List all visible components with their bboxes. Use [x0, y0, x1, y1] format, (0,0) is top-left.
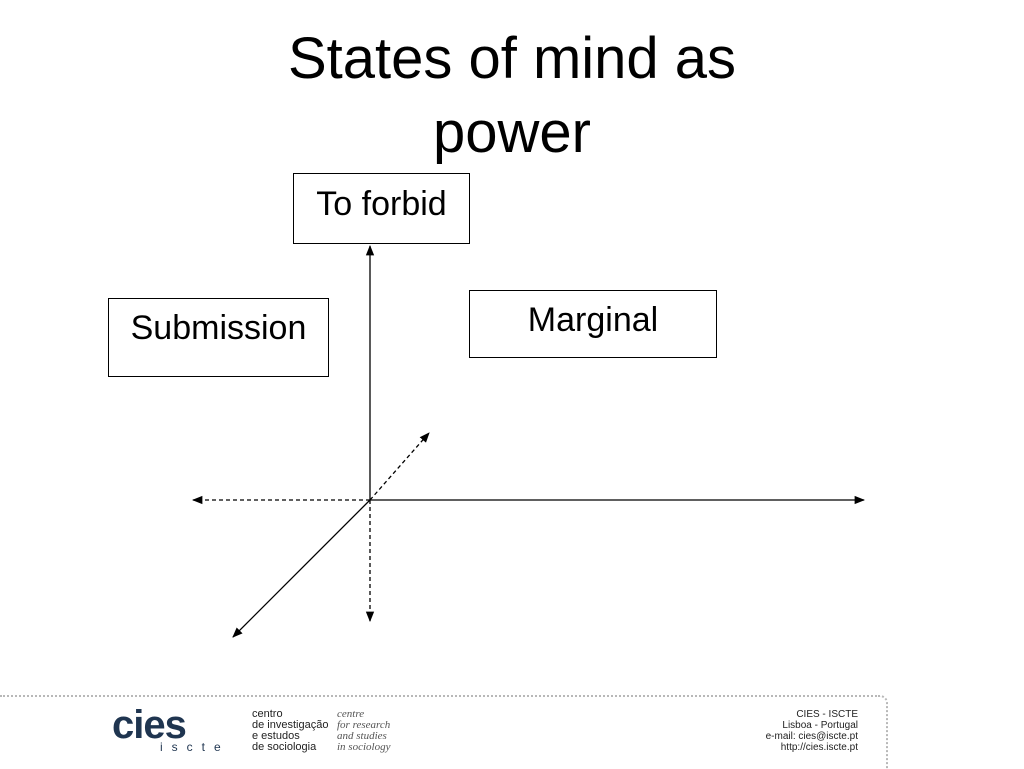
- footer-english-name: centre for research and studies in socio…: [337, 709, 390, 753]
- footer-en-line-4: in sociology: [337, 741, 391, 753]
- footer-en-line-1: centre: [337, 708, 365, 720]
- footer-contact-url: http://cies.iscte.pt: [780, 742, 858, 753]
- footer-dotted-rule: [0, 695, 880, 697]
- slide-footer: cies iscte centro de investigação e estu…: [0, 692, 1024, 769]
- footer-contact-city: Lisboa - Portugal: [782, 720, 858, 731]
- footer-contact: CIES - ISCTE Lisboa - Portugal e-mail: c…: [766, 709, 858, 753]
- marginal-box: Marginal: [469, 290, 717, 358]
- slide-title-line-1: States of mind as: [287, 26, 737, 91]
- footer-pt-line-4: de sociologia: [252, 741, 317, 753]
- slide-title-line-2: power: [433, 100, 591, 165]
- slide-title: States of mind as power: [160, 22, 864, 170]
- footer-pt-line-1: centro: [252, 708, 283, 720]
- to-forbid-box: To forbid: [293, 173, 470, 244]
- footer-contact-org: CIES - ISCTE: [796, 709, 858, 720]
- footer-pt-line-3: e estudos: [252, 730, 300, 742]
- iscte-logo-subtext: iscte: [160, 740, 230, 754]
- footer-portuguese-name: centro de investigação e estudos de soci…: [252, 709, 328, 753]
- cies-logo: cies: [112, 703, 187, 747]
- diagonal-axis-up-right: [369, 432, 430, 501]
- footer-contact-email: e-mail: cies@iscte.pt: [765, 731, 858, 742]
- diagonal-axis-down-left: [232, 499, 371, 638]
- footer-dotted-corner: [878, 695, 888, 769]
- footer-pt-line-2: de investigação: [252, 719, 329, 731]
- footer-en-line-3: and studies: [337, 730, 387, 742]
- footer-en-line-2: for research: [337, 719, 391, 731]
- submission-box: Submission: [108, 298, 329, 377]
